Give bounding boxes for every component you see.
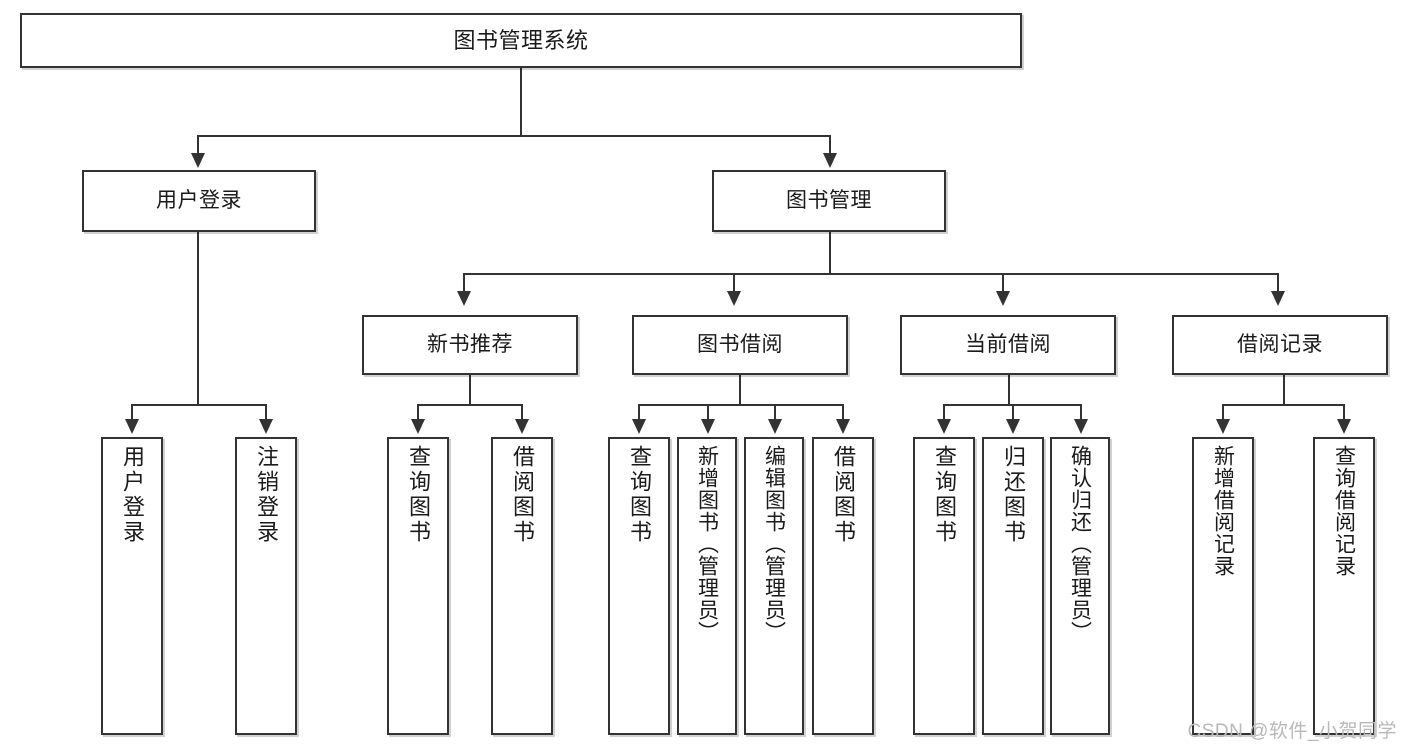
arrow-leaf-book-borrow-1 bbox=[632, 419, 646, 434]
leaf-borrow-record-query[interactable]: 查询借阅记录 bbox=[1313, 437, 1375, 735]
node-label: 编辑图书（管理员） bbox=[762, 445, 786, 643]
leaf-user-login-login[interactable]: 用户登录 bbox=[101, 437, 163, 735]
connector-root-stem bbox=[520, 68, 522, 136]
arrow-leaf-book-borrow-4 bbox=[836, 419, 850, 434]
node-label: 用户登录 bbox=[120, 445, 145, 545]
connector-user-login-stem bbox=[197, 232, 199, 405]
watermark-text: CSDN @软件_小贺同学 bbox=[1187, 721, 1397, 742]
node-book-borrow[interactable]: 图书借阅 bbox=[632, 315, 848, 375]
arrow-leaf-current-borrow-1 bbox=[937, 419, 951, 434]
arrow-leaf-new-book-2 bbox=[515, 419, 529, 434]
connector-user-login-bus bbox=[131, 404, 265, 406]
leaf-new-book-borrow[interactable]: 借阅图书 bbox=[491, 437, 553, 735]
arrow-new-book bbox=[457, 291, 471, 306]
connector-to-user-login bbox=[197, 135, 199, 155]
node-label: 查询图书 bbox=[627, 445, 652, 545]
connector-new-book-bus bbox=[417, 404, 521, 406]
connector-book-borrow-drop-4 bbox=[842, 404, 844, 420]
node-current-borrow[interactable]: 当前借阅 bbox=[900, 315, 1116, 375]
node-label: 新增图书（管理员） bbox=[695, 445, 719, 643]
leaf-book-borrow-add[interactable]: 新增图书（管理员） bbox=[677, 437, 737, 735]
leaf-current-borrow-query[interactable]: 查询图书 bbox=[913, 437, 975, 735]
connector-to-borrow-record bbox=[1277, 273, 1279, 293]
connector-level2-bus bbox=[197, 135, 831, 137]
connector-book-manage-stem bbox=[829, 232, 831, 274]
arrow-book-manage bbox=[823, 153, 837, 168]
connector-current-borrow-drop-3 bbox=[1080, 404, 1082, 420]
connector-book-borrow-stem bbox=[739, 375, 741, 405]
connector-book-borrow-drop-1 bbox=[638, 404, 640, 420]
leaf-user-login-logout[interactable]: 注销登录 bbox=[235, 437, 297, 735]
connector-borrow-record-stem bbox=[1283, 375, 1285, 405]
connector-current-borrow-stem bbox=[1008, 375, 1010, 405]
node-label: 图书管理 bbox=[786, 188, 872, 212]
connector-book-borrow-drop-2 bbox=[707, 404, 709, 420]
connector-to-book-borrow bbox=[733, 273, 735, 293]
arrow-leaf-book-borrow-2 bbox=[701, 419, 715, 434]
node-label: 查询借阅记录 bbox=[1332, 445, 1356, 577]
connector-borrow-record-bus bbox=[1222, 404, 1344, 406]
arrow-borrow-record bbox=[1271, 291, 1285, 306]
node-user-login[interactable]: 用户登录 bbox=[82, 170, 316, 232]
arrow-leaf-borrow-record-2 bbox=[1337, 419, 1351, 434]
arrow-leaf-book-borrow-3 bbox=[768, 419, 782, 434]
connector-new-book-drop-1 bbox=[417, 404, 419, 420]
node-book-manage[interactable]: 图书管理 bbox=[712, 170, 946, 232]
leaf-book-borrow-edit[interactable]: 编辑图书（管理员） bbox=[744, 437, 804, 735]
connector-book-borrow-drop-3 bbox=[774, 404, 776, 420]
arrow-leaf-user-login-2 bbox=[259, 419, 273, 434]
arrow-leaf-current-borrow-2 bbox=[1006, 419, 1020, 434]
connector-to-current-borrow bbox=[1002, 273, 1004, 293]
connector-book-borrow-bus bbox=[638, 404, 843, 406]
connector-user-login-drop-2 bbox=[265, 404, 267, 420]
node-root-system[interactable]: 图书管理系统 bbox=[20, 13, 1022, 68]
connector-user-login-drop-1 bbox=[131, 404, 133, 420]
arrow-leaf-borrow-record-1 bbox=[1216, 419, 1230, 434]
node-label: 新增借阅记录 bbox=[1211, 445, 1235, 577]
arrow-leaf-current-borrow-3 bbox=[1074, 419, 1088, 434]
arrow-book-borrow bbox=[727, 291, 741, 306]
node-label: 新书推荐 bbox=[427, 332, 513, 356]
connector-borrow-record-drop-2 bbox=[1343, 404, 1345, 420]
node-new-book-recommend[interactable]: 新书推荐 bbox=[362, 315, 578, 375]
node-label: 借阅图书 bbox=[831, 445, 856, 545]
arrow-current-borrow bbox=[996, 291, 1010, 306]
arrow-leaf-user-login-1 bbox=[125, 419, 139, 434]
node-label: 查询图书 bbox=[932, 445, 957, 545]
node-label: 图书管理系统 bbox=[453, 27, 589, 53]
connector-current-borrow-drop-2 bbox=[1012, 404, 1014, 420]
node-label: 借阅记录 bbox=[1237, 332, 1323, 356]
node-label: 归还图书 bbox=[1001, 445, 1026, 545]
node-label: 图书借阅 bbox=[697, 332, 783, 356]
leaf-new-book-query[interactable]: 查询图书 bbox=[387, 437, 449, 735]
node-borrow-record[interactable]: 借阅记录 bbox=[1172, 315, 1388, 375]
node-label: 借阅图书 bbox=[510, 445, 535, 545]
leaf-book-borrow-borrow[interactable]: 借阅图书 bbox=[812, 437, 874, 735]
node-label: 确认归还（管理员） bbox=[1068, 445, 1092, 643]
connector-to-book-manage bbox=[829, 135, 831, 155]
leaf-borrow-record-add[interactable]: 新增借阅记录 bbox=[1192, 437, 1254, 735]
connector-level3-bus bbox=[463, 273, 1279, 275]
arrow-user-login bbox=[191, 153, 205, 168]
connector-borrow-record-drop-1 bbox=[1222, 404, 1224, 420]
arrow-leaf-new-book-1 bbox=[411, 419, 425, 434]
connector-new-book-drop-2 bbox=[521, 404, 523, 420]
leaf-book-borrow-query[interactable]: 查询图书 bbox=[608, 437, 670, 735]
node-label: 注销登录 bbox=[254, 445, 279, 545]
leaf-current-borrow-return[interactable]: 归还图书 bbox=[982, 437, 1044, 735]
connector-to-new-book bbox=[463, 273, 465, 293]
node-label: 当前借阅 bbox=[965, 332, 1051, 356]
leaf-current-borrow-confirm[interactable]: 确认归还（管理员） bbox=[1050, 437, 1110, 735]
connector-current-borrow-drop-1 bbox=[943, 404, 945, 420]
node-label: 用户登录 bbox=[156, 188, 242, 212]
connector-new-book-stem bbox=[469, 375, 471, 405]
node-label: 查询图书 bbox=[406, 445, 431, 545]
